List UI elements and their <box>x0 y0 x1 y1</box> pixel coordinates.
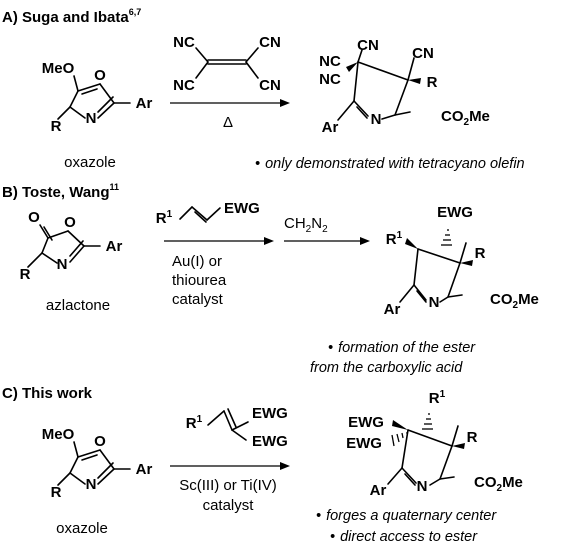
product-nitrogen: N <box>417 478 428 495</box>
carbonyl-oxygen: O <box>28 209 40 226</box>
product-ewg-1: EWG <box>348 414 384 431</box>
section-a-oxazole: O MeO Ar N R oxazole <box>42 60 153 171</box>
section-b-product: EWG R1 R CO2Me Ar N <box>384 204 539 318</box>
product-aryl: Ar <box>322 119 339 136</box>
ring-nitrogen: N <box>57 256 68 273</box>
section-a-note: •only demonstrated with tetracyano olefi… <box>255 156 525 172</box>
product-aryl: Ar <box>370 482 387 499</box>
section-b-note-2: from the carboxylic acid <box>310 360 463 376</box>
olefin-r1: R1 <box>186 414 203 432</box>
methoxy-label: MeO <box>42 426 75 443</box>
section-c-note-2: •direct access to ester <box>330 529 478 545</box>
methyl-ester: CO2Me <box>441 108 490 128</box>
olefin-r1: R1 <box>156 209 173 227</box>
section-c-arrowhead <box>280 462 290 470</box>
product-r1: R1 <box>429 389 446 407</box>
r-group-label: R <box>51 118 62 135</box>
product-r-group: R <box>427 74 438 91</box>
section-c: C) This work O MeO Ar N R oxazole <box>2 385 523 545</box>
cn-substituent-2: CN <box>412 45 434 62</box>
section-b-title: B) Toste, Wang11 <box>2 182 119 201</box>
olefin-ewg-1: EWG <box>252 405 288 422</box>
tcne-cn-bottom: CN <box>259 77 281 94</box>
aryl-label: Ar <box>136 95 153 112</box>
product-aryl: Ar <box>384 301 401 318</box>
section-c-note-1: •forges a quaternary center <box>316 508 497 524</box>
product-r-group: R <box>467 429 478 446</box>
ring-oxygen: O <box>94 67 106 84</box>
ring-oxygen: O <box>94 433 106 450</box>
catalyst-line-3: catalyst <box>172 291 224 308</box>
oxazole-caption: oxazole <box>56 520 108 537</box>
azlactone-caption: azlactone <box>46 297 110 314</box>
section-a-product: NC CN CN NC R CO2Me Ar N <box>319 37 490 136</box>
r-group-label: R <box>51 484 62 501</box>
tcne-nc-top: NC <box>173 34 195 51</box>
section-c-oxazole: O MeO Ar N R oxazole <box>42 426 153 537</box>
section-a-tcne: NC CN NC CN <box>173 34 281 94</box>
section-b: B) Toste, Wang11 O O Ar N R azlactone <box>2 182 539 376</box>
catalyst-line-1: Sc(III) or Ti(IV) <box>179 477 277 494</box>
section-b-arrowhead-2 <box>360 237 370 245</box>
r-group-label: R <box>20 266 31 283</box>
section-b-arrowhead-1 <box>264 237 274 245</box>
section-c-product: EWG EWG R1 R CO2Me Ar N <box>346 389 523 499</box>
section-c-olefin: R1 EWG EWG <box>186 405 288 450</box>
product-ewg: EWG <box>437 204 473 221</box>
methyl-ester: CO2Me <box>490 291 539 311</box>
section-a: A) Suga and Ibata6,7 O MeO Ar N R oxazol… <box>2 7 525 172</box>
cn-substituent-1: CN <box>357 37 379 54</box>
catalyst-line-1: Au(I) or <box>172 253 222 270</box>
section-a-arrowhead <box>280 99 290 107</box>
heat-condition: Δ <box>223 114 233 131</box>
product-r1: R1 <box>386 230 403 248</box>
oxazole-caption: oxazole <box>64 154 116 171</box>
section-b-azlactone: O O Ar N R azlactone <box>20 209 123 314</box>
section-b-olefin: R1 EWG <box>156 200 260 227</box>
methyl-ester: CO2Me <box>474 474 523 494</box>
product-nitrogen: N <box>371 111 382 128</box>
aryl-label: Ar <box>106 238 123 255</box>
ring-nitrogen: N <box>86 476 97 493</box>
catalyst-line-2: thiourea <box>172 272 227 289</box>
diazomethane-label: CH2N2 <box>284 215 328 235</box>
tcne-cn-top: CN <box>259 34 281 51</box>
product-nitrogen: N <box>429 294 440 311</box>
ring-nitrogen: N <box>86 110 97 127</box>
olefin-ewg-2: EWG <box>252 433 288 450</box>
nc-substituent-1: NC <box>319 53 341 70</box>
methoxy-label: MeO <box>42 60 75 77</box>
aryl-label: Ar <box>136 461 153 478</box>
section-b-note-1: •formation of the ester <box>328 340 476 356</box>
product-ewg-2: EWG <box>346 435 382 452</box>
section-a-title: A) Suga and Ibata6,7 <box>2 7 141 26</box>
product-r-group: R <box>475 245 486 262</box>
section-c-title: C) This work <box>2 385 93 402</box>
catalyst-line-2: catalyst <box>203 497 255 514</box>
nc-substituent-2: NC <box>319 71 341 88</box>
tcne-nc-bottom: NC <box>173 77 195 94</box>
ring-oxygen: O <box>64 214 76 231</box>
olefin-ewg: EWG <box>224 200 260 217</box>
